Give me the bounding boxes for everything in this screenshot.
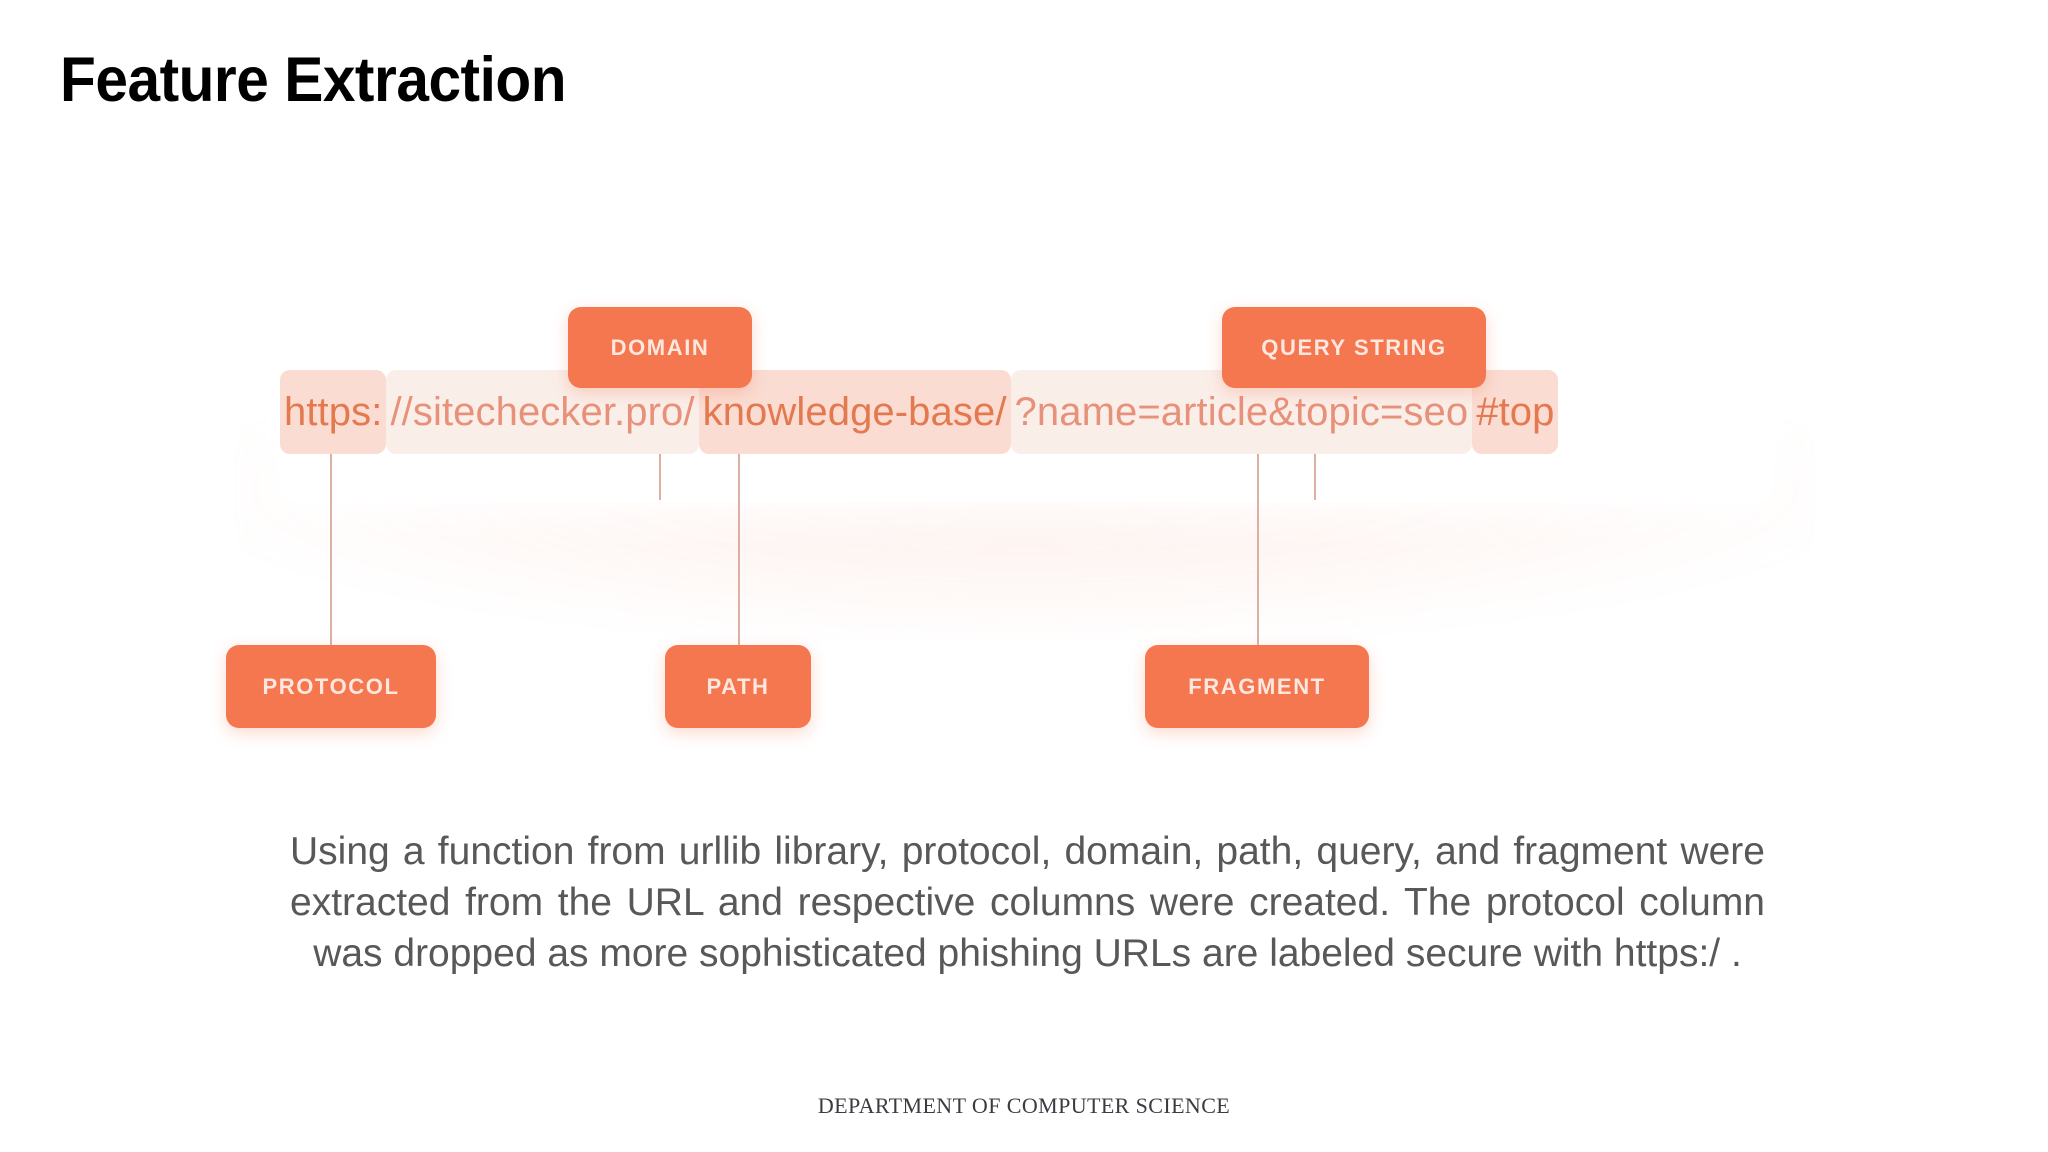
callout-query-string-label: QUERY STRING bbox=[1261, 334, 1447, 360]
callout-domain: DOMAIN bbox=[568, 307, 752, 388]
connector-fragment bbox=[1257, 454, 1259, 645]
callout-query-string: QUERY STRING bbox=[1222, 307, 1486, 388]
callout-path-label: PATH bbox=[706, 673, 770, 699]
callout-fragment: FRAGMENT bbox=[1145, 645, 1369, 728]
callout-protocol-label: PROTOCOL bbox=[262, 673, 400, 699]
callout-path: PATH bbox=[665, 645, 811, 728]
callout-protocol: PROTOCOL bbox=[226, 645, 436, 728]
slide-footer: DEPARTMENT OF COMPUTER SCIENCE bbox=[817, 1093, 1231, 1118]
url-segment-protocol: https: bbox=[280, 370, 387, 454]
page-title: Feature Extraction bbox=[60, 45, 567, 115]
url-segment-fragment: #top bbox=[1472, 370, 1559, 454]
url-anatomy-diagram: https: //sitechecker.pro/ knowledge-base… bbox=[226, 215, 1820, 775]
callout-domain-label: DOMAIN bbox=[610, 334, 710, 360]
url-string: https: //sitechecker.pro/ knowledge-base… bbox=[280, 370, 1559, 454]
connector-protocol bbox=[330, 454, 332, 645]
callout-fragment-label: FRAGMENT bbox=[1188, 673, 1326, 699]
url-segment-path: knowledge-base/ bbox=[698, 370, 1011, 454]
description-paragraph: Using a function from urllib library, pr… bbox=[290, 830, 1765, 975]
connector-path bbox=[738, 454, 740, 645]
